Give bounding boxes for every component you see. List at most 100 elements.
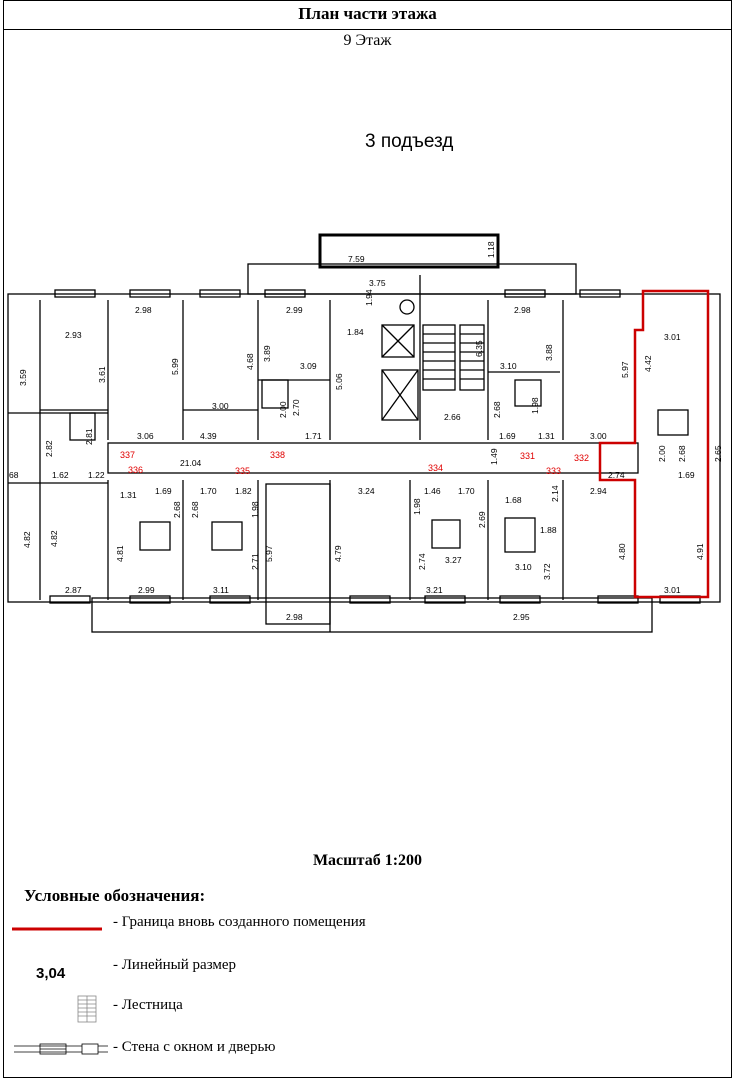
- dimension-label: 3.27: [445, 555, 462, 565]
- new-premises-boundary: [598, 289, 710, 599]
- dimension-label: 1.88: [540, 525, 557, 535]
- floor-label: 9 Этаж: [343, 32, 392, 49]
- dimension-label: 3.61: [97, 366, 107, 383]
- dimension-label: 2.87: [65, 585, 82, 595]
- legend-boundary-text: - Граница вновь созданного помещения: [113, 914, 366, 930]
- dimension-label: 4.82: [22, 531, 32, 548]
- dimension-label: 1.31: [538, 431, 555, 441]
- dimension-label: 3.01: [664, 585, 681, 595]
- dimension-label: 4.80: [617, 543, 627, 560]
- dimension-label: 1.69: [155, 486, 172, 496]
- dimension-label: 1.18: [486, 241, 496, 258]
- dimension-label: 3.24: [358, 486, 375, 496]
- dimension-label: 1.84: [347, 327, 364, 337]
- dimension-label: 3.01: [664, 332, 681, 342]
- dimension-label: 1.62: [52, 470, 69, 480]
- dimension-label: 5.97: [264, 545, 274, 562]
- dimension-label: 2.95: [513, 612, 530, 622]
- dimension-label: 2.94: [590, 486, 607, 496]
- dimension-label: 3.72: [542, 563, 552, 580]
- dimension-label: 2.93: [65, 330, 82, 340]
- dimension-label: 4.82: [49, 530, 59, 547]
- dimension-label: 2.98: [135, 305, 152, 315]
- room-number: 335: [235, 466, 250, 476]
- dimension-label: 3.88: [544, 344, 554, 361]
- dimension-label: 2.98: [514, 305, 531, 315]
- dimension-label: 7.59: [348, 254, 365, 264]
- dimension-label: 4.81: [115, 545, 125, 562]
- dimension-label: 1.98: [412, 498, 422, 515]
- dimension-label: 3.00: [212, 401, 229, 411]
- legend-dimension-sample: 3,04: [36, 965, 66, 982]
- dimension-label: 3.09: [300, 361, 317, 371]
- room-number: 331: [520, 451, 535, 461]
- dimension-label: 3.75: [369, 278, 386, 288]
- page-frame: [3, 0, 732, 1078]
- dimension-label: 2.00: [657, 445, 667, 462]
- room-number: 338: [270, 450, 285, 460]
- dimension-label: 2.68: [677, 445, 687, 462]
- dimension-label: 3.00: [590, 431, 607, 441]
- dimension-labels: 2.98 5.99 3.06 3.00 4.39 4.68 3.89 2.00 …: [9, 241, 723, 622]
- dimension-label: 2.70: [291, 399, 301, 416]
- dimension-label: 2.69: [477, 511, 487, 528]
- dimension-label: 3.11: [213, 585, 229, 595]
- dimension-label: 3.10: [515, 562, 532, 572]
- dimension-label: 2.68: [492, 401, 502, 418]
- dimension-label: 1.69: [678, 470, 695, 480]
- dimension-label: 3.06: [137, 431, 154, 441]
- dimension-label: 1.31: [120, 490, 137, 500]
- dimension-label: 2.82: [44, 440, 54, 457]
- dimension-label: 21.04: [180, 458, 202, 468]
- dimension-label: 1.46: [424, 486, 441, 496]
- dimension-label: 1.98: [530, 397, 540, 414]
- dimension-label: 2.00: [278, 401, 288, 418]
- dimension-label: 2.68: [172, 501, 182, 518]
- room-number: 334: [428, 463, 443, 473]
- dimension-label: 2.81: [84, 428, 94, 445]
- legend-stairs-text: - Лестница: [113, 997, 183, 1013]
- plan-walls: [7, 233, 721, 633]
- dimension-label: 2.98: [286, 612, 303, 622]
- dimension-label: 5.97: [620, 361, 630, 378]
- dimension-label: 1.49: [489, 448, 499, 465]
- scale-label: Масштаб 1:200: [312, 852, 423, 869]
- dimension-label: 2.71: [250, 553, 260, 570]
- dimension-label: 1.94: [364, 289, 374, 306]
- dimension-label: 6.35: [474, 340, 484, 357]
- dimension-label: 1.68: [505, 495, 522, 505]
- dimension-label: 4.91: [695, 543, 705, 560]
- dimension-label: 1.69: [499, 431, 516, 441]
- dimension-label: 1.71: [305, 431, 322, 441]
- dimension-label: 3.10: [500, 361, 517, 371]
- legend-title: Условные обозначения:: [24, 886, 206, 905]
- legend-wall-text: - Стена с окном и дверью: [113, 1039, 276, 1055]
- dimension-label: 1.82: [235, 486, 252, 496]
- dimension-label: 2.99: [138, 585, 155, 595]
- entrance-label: 3 подъезд: [365, 131, 454, 152]
- dimension-label: 3.21: [426, 585, 443, 595]
- dimension-label: 1.22: [88, 470, 105, 480]
- dimension-label: 68: [9, 470, 19, 480]
- legend-wall-icon: [14, 1043, 108, 1055]
- room-numbers: 337 336 335 338 334 331 333 332: [120, 450, 589, 476]
- dimension-label: 4.39: [200, 431, 217, 441]
- dimension-label: 2.74: [417, 553, 427, 570]
- legend-stairs-icon: [77, 995, 97, 1023]
- room-number: 332: [574, 453, 589, 463]
- dimension-label: 2.68: [190, 501, 200, 518]
- dimension-label: 5.06: [334, 373, 344, 390]
- dimension-label: 4.79: [333, 545, 343, 562]
- legend-dimension-text: - Линейный размер: [113, 957, 237, 973]
- dimension-label: 2.74: [608, 470, 625, 480]
- dimension-label: 4.42: [643, 355, 653, 372]
- dimension-label: 3.89: [262, 345, 272, 362]
- dimension-label: 1.70: [458, 486, 475, 496]
- dimension-label: 5.99: [170, 358, 180, 375]
- room-number: 337: [120, 450, 135, 460]
- dimension-label: 3.59: [18, 369, 28, 386]
- dimension-label: 1.70: [200, 486, 217, 496]
- dimension-label: 2.66: [444, 412, 461, 422]
- dimension-label: 2.14: [550, 485, 560, 502]
